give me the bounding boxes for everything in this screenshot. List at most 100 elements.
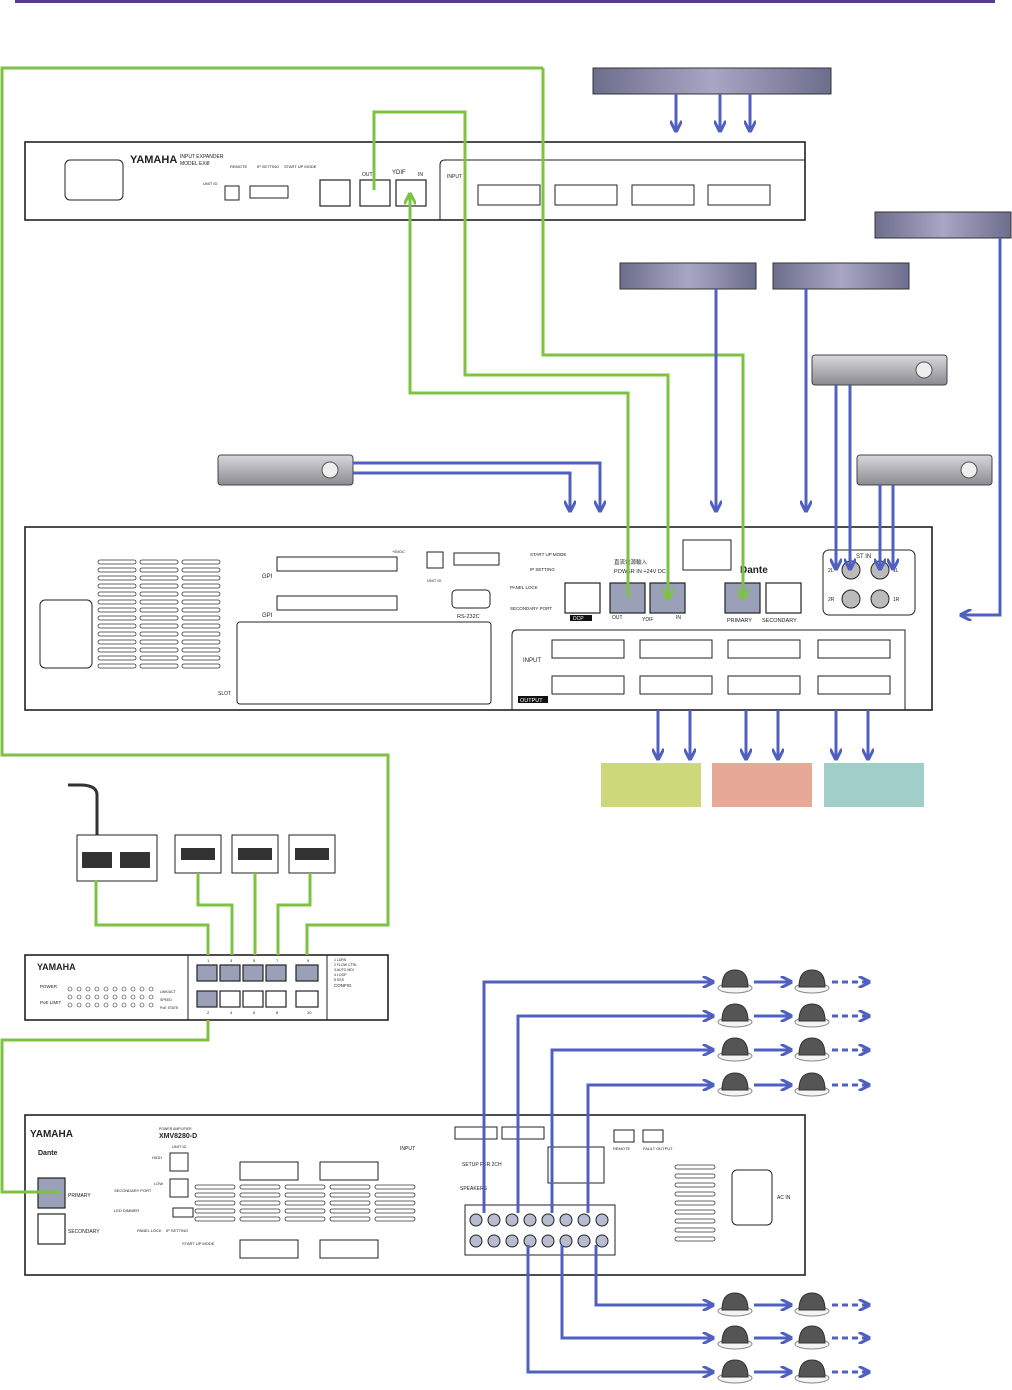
input-terminal-block[interactable] [319, 1161, 379, 1181]
speakers-label: SPEAKERS [460, 1186, 488, 1192]
vent-slot [674, 1209, 716, 1215]
vent-slot [139, 663, 179, 669]
speaker-terminal[interactable] [595, 1213, 609, 1227]
switch-port[interactable] [242, 964, 264, 982]
speaker-terminal[interactable] [469, 1213, 483, 1227]
switch-port[interactable] [295, 990, 319, 1008]
unit-id-dial[interactable] [426, 551, 444, 569]
speaker-terminal[interactable] [577, 1234, 591, 1248]
port-number: 3 [230, 958, 233, 963]
vent-slot [139, 559, 179, 565]
speaker-terminal[interactable] [559, 1213, 573, 1227]
dip-switch[interactable] [453, 552, 500, 566]
dip-switch[interactable] [249, 185, 289, 199]
input-terminal-block[interactable] [554, 184, 618, 206]
ceiling-speaker-icon [721, 1292, 749, 1311]
io-terminal-block[interactable] [817, 675, 891, 695]
vent-slot [374, 1184, 416, 1190]
network-port[interactable] [319, 179, 351, 207]
status-led [94, 994, 100, 1000]
vent-slot [674, 1164, 716, 1170]
switch-port[interactable] [265, 990, 287, 1008]
vent-slot [97, 631, 137, 637]
power-in-label: POWER IN +24V DC [614, 569, 666, 575]
setup-dip-switch[interactable] [454, 1126, 498, 1140]
io-terminal-block[interactable] [639, 639, 713, 659]
unit-id-dial[interactable] [224, 185, 240, 201]
speaker-terminal[interactable] [469, 1234, 483, 1248]
unit-id-dial-low[interactable] [169, 1178, 189, 1198]
input-terminal-block[interactable] [477, 184, 541, 206]
volume-knob[interactable] [915, 361, 933, 379]
remote-terminal[interactable] [613, 1129, 635, 1143]
volume-knob[interactable] [321, 461, 339, 479]
speaker-terminal[interactable] [577, 1213, 591, 1227]
ceiling-speaker-icon [721, 1003, 749, 1022]
secondary-label: SECONDARY [762, 618, 797, 624]
unit-id-dial-high[interactable] [169, 1152, 189, 1172]
brand-logo: YAMAHA [37, 962, 76, 972]
rs232c-label: RS-232C [457, 614, 480, 620]
io-terminal-block[interactable] [727, 639, 801, 659]
vent-slot [239, 1216, 281, 1222]
speaker-terminal[interactable] [541, 1213, 555, 1227]
switch-port[interactable] [219, 964, 241, 982]
config-label: CONFIG [334, 983, 352, 988]
gpi-terminal[interactable] [276, 556, 398, 572]
io-terminal-block[interactable] [727, 675, 801, 695]
power-terminal[interactable] [682, 539, 732, 571]
speaker-terminal[interactable] [487, 1234, 501, 1248]
dante-secondary-port[interactable] [765, 582, 802, 614]
switch-port[interactable] [295, 964, 319, 982]
switch-port[interactable] [219, 990, 241, 1008]
rs232c-port[interactable] [451, 589, 491, 609]
dip-switch[interactable] [172, 1207, 194, 1218]
speaker-terminal[interactable] [505, 1234, 519, 1248]
vent-slot [139, 583, 179, 589]
vent-slot [97, 623, 137, 629]
dante-secondary-port[interactable] [37, 1213, 66, 1245]
speaker-terminal[interactable] [523, 1234, 537, 1248]
speaker-terminal[interactable] [487, 1213, 501, 1227]
fault-terminal[interactable] [642, 1129, 664, 1143]
input-terminal-block[interactable] [319, 1239, 379, 1259]
volume-knob[interactable] [960, 461, 978, 479]
rca-jack-2r[interactable] [841, 589, 861, 609]
input-terminal-block[interactable] [707, 184, 771, 206]
rca-jack-1r[interactable] [870, 589, 890, 609]
config-legend-item: 1 LDRS [334, 958, 347, 962]
vent-slot [284, 1192, 326, 1198]
ceiling-speaker-icon [798, 969, 826, 988]
panel-lock-label: PANEL LOCK [510, 585, 538, 590]
speaker-terminal[interactable] [559, 1234, 573, 1248]
gpi-terminal[interactable] [276, 595, 398, 611]
setup-dip-switch[interactable] [501, 1126, 545, 1140]
io-terminal-block[interactable] [639, 675, 713, 695]
expansion-slot[interactable] [236, 621, 492, 705]
speaker-terminal[interactable] [505, 1213, 519, 1227]
vent-slot [97, 559, 137, 565]
switch-port[interactable] [196, 964, 218, 982]
io-terminal-block[interactable] [551, 639, 625, 659]
source-label-box [772, 262, 910, 290]
input-terminal-block[interactable] [631, 184, 695, 206]
vent-slot [674, 1227, 716, 1233]
speaker-terminal[interactable] [595, 1234, 609, 1248]
switch-port[interactable] [242, 990, 264, 1008]
unit-id-label: UNIT ID [172, 1144, 186, 1149]
switch-port[interactable] [265, 964, 287, 982]
speaker-terminal[interactable] [541, 1234, 555, 1248]
io-terminal-block[interactable] [817, 639, 891, 659]
ydif-in-label: IN [418, 172, 423, 178]
setup-label: SETUP PER 2CH [462, 1162, 502, 1168]
ceiling-speaker-icon [798, 1359, 826, 1378]
speaker-terminal[interactable] [523, 1213, 537, 1227]
input-terminal-block[interactable] [239, 1239, 299, 1259]
vent-slot [181, 607, 221, 613]
input-terminal-block[interactable] [239, 1161, 299, 1181]
vent-slot [239, 1184, 281, 1190]
switch-port[interactable] [196, 990, 218, 1008]
status-led [103, 986, 109, 992]
io-terminal-block[interactable] [551, 675, 625, 695]
dcp-port[interactable] [564, 582, 601, 614]
